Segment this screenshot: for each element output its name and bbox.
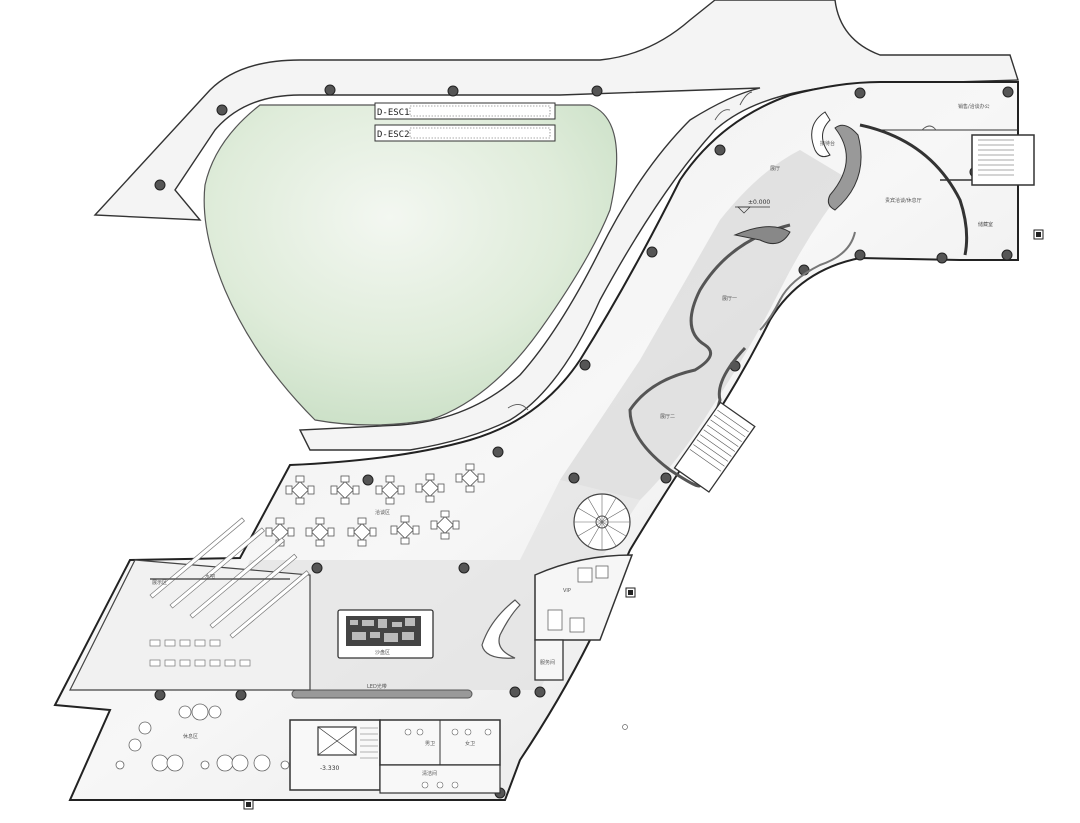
survey-point xyxy=(622,724,628,730)
curved-sculpture xyxy=(481,599,521,659)
escalator-1-steps xyxy=(409,105,551,117)
display-shelves xyxy=(149,517,310,667)
room-label-hall-one: 展厅一 xyxy=(722,296,737,302)
room-label-vip: VIP xyxy=(563,588,571,594)
model-table xyxy=(337,609,434,659)
escalator-2-label: D-ESC2 xyxy=(377,130,410,140)
lounge-furniture xyxy=(115,703,290,772)
led-strip xyxy=(291,689,473,699)
spiral-stair xyxy=(573,493,631,551)
room-label-kitchen: 水吧 xyxy=(205,573,215,580)
escalator-1-label: D-ESC1 xyxy=(377,108,410,118)
room-label-led: LED光带 xyxy=(367,683,387,690)
room-label-equipment: 服务间 xyxy=(540,659,555,666)
hall-one-wall-b xyxy=(733,226,791,245)
grid-markers-inner xyxy=(246,232,1041,807)
escalator-1 xyxy=(374,102,556,120)
room-label-reception: 接待台 xyxy=(820,140,835,147)
service-room xyxy=(534,639,564,681)
stair-upper xyxy=(971,134,1035,186)
escalator-2 xyxy=(374,124,556,142)
hall-curve-inner xyxy=(759,231,856,331)
service-core xyxy=(289,719,501,794)
reception-counter xyxy=(811,111,831,158)
outer-walkway xyxy=(93,0,1019,451)
hall-one-wall xyxy=(628,223,791,488)
room-label-cleaning: 清洁间 xyxy=(422,770,437,777)
escalator-group: D-ESC1 D-ESC2 xyxy=(374,102,556,142)
vip-furniture xyxy=(547,565,609,633)
room-label-vip-lounge: 贵宾洽谈/休息厅 xyxy=(885,197,922,204)
table-clusters xyxy=(265,463,485,547)
stair-elevation-text: -3.330 xyxy=(320,765,340,772)
room-label-toilet-m: 男卫 xyxy=(425,741,435,747)
reception-wall xyxy=(827,124,862,211)
room-label-dining: 洽谈区 xyxy=(375,509,390,516)
room-label-lounge: 休息区 xyxy=(183,733,198,740)
escalator-2-steps xyxy=(409,127,551,139)
vip-room-wall xyxy=(859,123,969,256)
stair-diagonal xyxy=(673,401,756,493)
doors xyxy=(507,91,937,411)
courtyard-lawn xyxy=(203,104,618,426)
room-label-storage: 储藏室 xyxy=(978,221,993,228)
level-mark-text: ±0.000 xyxy=(748,199,770,206)
level-mark: ±0.000 xyxy=(735,199,770,214)
room-label-model: 沙盘区 xyxy=(375,649,390,656)
room-label-office: 销售/洽谈办公 xyxy=(958,103,990,110)
room-label-display: 展示区 xyxy=(152,580,167,586)
room-label-toilet-f: 女卫 xyxy=(465,740,475,747)
room-label-hall-two: 展厅二 xyxy=(660,414,675,420)
room-label-upper-hall: 展厅 xyxy=(770,166,780,172)
